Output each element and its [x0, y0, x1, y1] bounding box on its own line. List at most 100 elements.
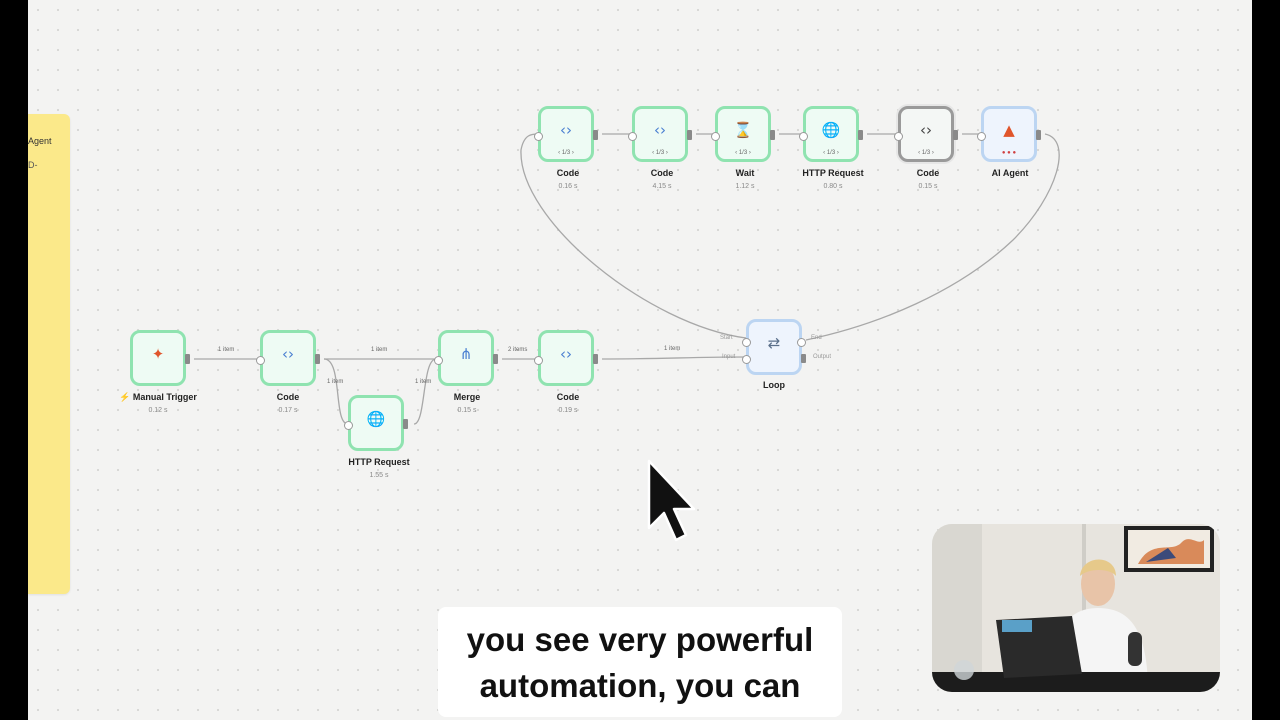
node-name: Code: [650, 168, 674, 178]
node-time: 0.17 s: [278, 407, 298, 414]
globe-icon: 🌐: [366, 410, 386, 428]
output-port[interactable]: [315, 354, 320, 364]
input-port[interactable]: [534, 132, 543, 141]
sticky-note-text: D-: [28, 160, 38, 170]
code-brackets-icon: ‹›: [654, 121, 666, 139]
node-time: 1.12 s: [735, 183, 755, 190]
code-brackets-icon: ‹›: [282, 345, 294, 363]
node-name: Wait: [735, 168, 755, 178]
node-name: Code: [276, 392, 300, 402]
node-time: 1.55 s: [369, 472, 389, 479]
globe-icon: 🌐: [821, 121, 841, 139]
edge-label: 1 item: [415, 379, 432, 385]
ai-agent-node[interactable]: ▲ ● ● ●: [977, 106, 1041, 162]
loop-node[interactable]: ⇄: [742, 319, 806, 375]
code-node[interactable]: ‹› ‹ 1/3 ›: [628, 106, 692, 162]
output-port[interactable]: [687, 130, 692, 140]
node-name: Loop: [763, 380, 785, 390]
input-port[interactable]: [344, 421, 353, 430]
merge-node[interactable]: ⋔: [434, 330, 498, 386]
wait-node[interactable]: ⌛ ‹ 1/3 ›: [711, 106, 775, 162]
code-node[interactable]: ‹› ‹ 1/3 ›: [534, 106, 598, 162]
webcam-overlay: [932, 524, 1220, 692]
edge-http-merge: [413, 358, 437, 425]
input-port[interactable]: [977, 132, 986, 141]
edge-label: 1 item: [371, 347, 388, 353]
node-time: 0.80 s: [823, 183, 843, 190]
video-caption: you see very powerful automation, you ca…: [438, 607, 842, 717]
port-label: Output: [813, 354, 832, 360]
node-time: 0.12 s: [148, 407, 168, 414]
input-port[interactable]: [256, 356, 265, 365]
node-name: Code: [916, 168, 940, 178]
node-name: ⚡ Manual Trigger: [119, 392, 197, 402]
edge-code-loop: [601, 356, 747, 360]
loop-arrows-icon: ⇄: [767, 334, 781, 352]
output-port[interactable]: [493, 354, 498, 364]
output-port[interactable]: [593, 130, 598, 140]
sticky-note[interactable]: Agent D-: [28, 114, 70, 594]
input-port[interactable]: [434, 356, 443, 365]
edge-label: 2 items: [508, 347, 528, 353]
ai-agent-icon: ▲: [1003, 121, 1015, 139]
end-port[interactable]: [797, 338, 806, 347]
node-time: 0.15 s: [457, 407, 477, 414]
run-pager[interactable]: ‹ 1/3 ›: [735, 150, 751, 156]
sub-connector-dots: ● ● ●: [1001, 150, 1017, 156]
output-port[interactable]: [403, 419, 408, 429]
code-brackets-icon: ‹›: [920, 121, 932, 139]
start-port[interactable]: [742, 338, 751, 347]
input-port[interactable]: [628, 132, 637, 141]
node-name: Merge: [453, 392, 481, 402]
code-brackets-icon: ‹›: [560, 345, 572, 363]
edge-label: 1 item: [664, 346, 681, 352]
run-pager[interactable]: ‹ 1/3 ›: [918, 150, 934, 156]
input-port[interactable]: [742, 355, 751, 364]
output-port[interactable]: [953, 130, 958, 140]
node-time: 0.15 s: [918, 183, 938, 190]
code-brackets-icon: ‹›: [560, 121, 572, 139]
edge-loop-start: [520, 133, 747, 339]
node-time: 0.16 s: [558, 183, 578, 190]
node-name: Code: [556, 168, 580, 178]
mouse-pointer-icon: [647, 459, 696, 542]
manual-trigger-node[interactable]: ✦: [130, 330, 190, 386]
output-port[interactable]: [770, 130, 775, 140]
output-port[interactable]: [593, 354, 598, 364]
hourglass-icon: ⌛: [733, 121, 753, 139]
input-port[interactable]: [894, 132, 903, 141]
edge-agent-end: [805, 133, 1060, 341]
port-label: Input: [722, 354, 736, 360]
code-node[interactable]: ‹›: [256, 330, 320, 386]
workflow-canvas[interactable]: Agent D- 1 item 1 item 1 item 1 item 2 i…: [28, 0, 1252, 720]
node-time: 4.15 s: [652, 183, 672, 190]
port-label: End: [811, 335, 822, 341]
run-pager[interactable]: ‹ 1/3 ›: [652, 150, 668, 156]
cursor-click-icon: ✦: [151, 345, 165, 363]
output-port[interactable]: [801, 354, 806, 363]
output-port[interactable]: [1036, 130, 1041, 140]
node-name: HTTP Request: [802, 168, 864, 178]
edge-label: 1 item: [327, 379, 344, 385]
run-pager[interactable]: ‹ 1/3 ›: [558, 150, 574, 156]
node-name: Code: [556, 392, 580, 402]
node-name: AI Agent: [991, 168, 1029, 178]
caption-line: automation, you can: [479, 667, 801, 704]
input-port[interactable]: [534, 356, 543, 365]
output-port[interactable]: [858, 130, 863, 140]
run-pager[interactable]: ‹ 1/3 ›: [823, 150, 839, 156]
node-name: HTTP Request: [348, 457, 410, 467]
merge-icon: ⋔: [459, 345, 473, 363]
node-time: 0.19 s: [558, 407, 578, 414]
edge-label: 1 item: [218, 347, 235, 353]
caption-line: you see very powerful: [466, 621, 814, 658]
input-port[interactable]: [711, 132, 720, 141]
http-request-node[interactable]: 🌐: [344, 395, 408, 451]
port-label: Start: [720, 335, 733, 341]
output-port[interactable]: [185, 354, 190, 364]
lightning-icon: ⚡: [119, 392, 131, 402]
code-node-selected[interactable]: ‹› ‹ 1/3 ›: [894, 106, 958, 162]
input-port[interactable]: [799, 132, 808, 141]
code-node[interactable]: ‹›: [534, 330, 598, 386]
http-request-node[interactable]: 🌐 ‹ 1/3 ›: [799, 106, 863, 162]
